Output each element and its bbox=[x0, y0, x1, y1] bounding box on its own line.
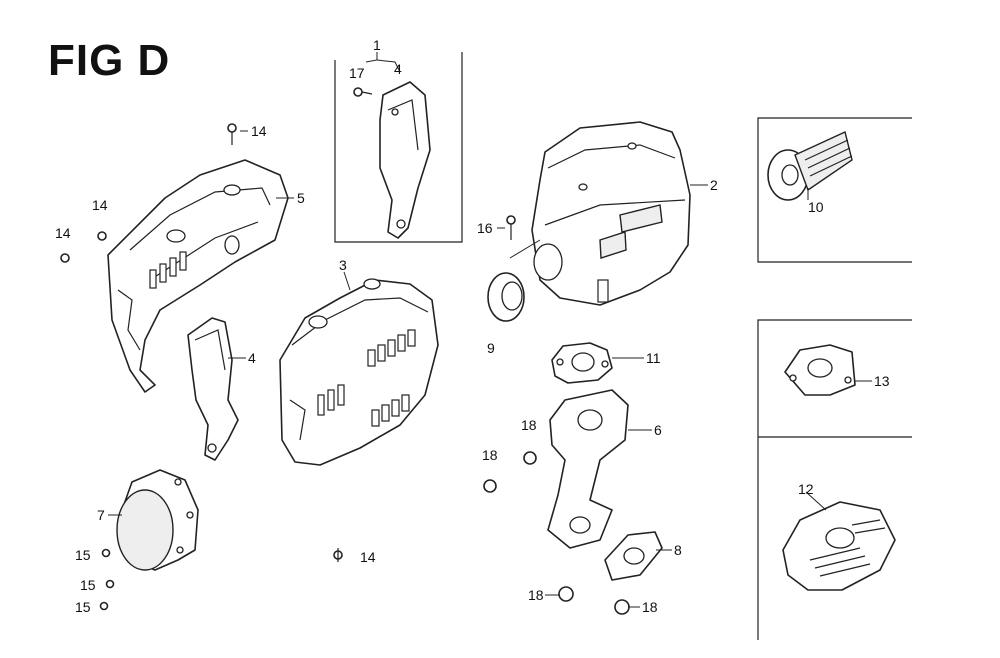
callout-3: 3 bbox=[339, 257, 347, 273]
figure-title: FIG D bbox=[48, 36, 171, 85]
gasket-part-8 bbox=[604, 531, 663, 581]
spark-arrester-part-10 bbox=[767, 131, 853, 201]
callout-4-lower: 4 bbox=[248, 350, 256, 366]
end-cap-part-7 bbox=[116, 469, 199, 571]
muffler-protector-part-5 bbox=[107, 159, 289, 393]
callout-9: 9 bbox=[487, 340, 495, 356]
callout-6: 6 bbox=[654, 422, 662, 438]
heat-shield-part-4 bbox=[187, 317, 239, 461]
leader-lines bbox=[108, 52, 872, 608]
callout-2: 2 bbox=[710, 177, 718, 193]
callout-12: 12 bbox=[798, 481, 814, 497]
callout-14-top: 14 bbox=[251, 123, 267, 139]
fasteners bbox=[60, 123, 630, 615]
callout-1: 1 bbox=[373, 37, 381, 53]
callout-8: 8 bbox=[674, 542, 682, 558]
callout-13: 13 bbox=[874, 373, 890, 389]
callout-10: 10 bbox=[808, 199, 824, 215]
muffler-cover-part-3 bbox=[279, 278, 439, 466]
gasket-part-11 bbox=[551, 342, 613, 384]
cover-vent-slots bbox=[317, 329, 416, 427]
bolt-16 bbox=[506, 215, 516, 240]
callout-5: 5 bbox=[297, 190, 305, 206]
muffler-body-part-2 bbox=[531, 121, 691, 306]
bolt-17 bbox=[353, 87, 373, 97]
callout-18-d: 18 bbox=[642, 599, 658, 615]
inset-frame-part-13 bbox=[757, 319, 912, 640]
callout-15-b: 15 bbox=[80, 577, 96, 593]
callout-14-left-lower: 14 bbox=[55, 225, 71, 241]
callout-17: 17 bbox=[349, 65, 365, 81]
heat-shield-small-part-1 bbox=[379, 81, 431, 239]
callouts: 1 17 4 14 5 14 14 3 4 2 16 9 11 10 13 6 … bbox=[55, 37, 890, 615]
callout-14-bottom: 14 bbox=[360, 549, 376, 565]
exhaust-pipe-part-6 bbox=[547, 389, 629, 549]
inset-frame-part-1 bbox=[334, 52, 463, 243]
callout-16: 16 bbox=[477, 220, 493, 236]
inset-frame-part-10 bbox=[757, 117, 912, 263]
callout-4-top: 4 bbox=[394, 61, 402, 77]
callout-15-a: 15 bbox=[75, 547, 91, 563]
muffler-collar-part-9 bbox=[487, 272, 525, 322]
gasket-part-13 bbox=[784, 344, 856, 396]
callout-18-c: 18 bbox=[528, 587, 544, 603]
plate-part-12 bbox=[782, 501, 896, 591]
callout-18-b: 18 bbox=[482, 447, 498, 463]
callout-7: 7 bbox=[97, 507, 105, 523]
callout-11: 11 bbox=[646, 350, 661, 366]
callout-15-c: 15 bbox=[75, 599, 91, 615]
callout-18-a: 18 bbox=[521, 417, 537, 433]
callout-14-left-upper: 14 bbox=[92, 197, 108, 213]
